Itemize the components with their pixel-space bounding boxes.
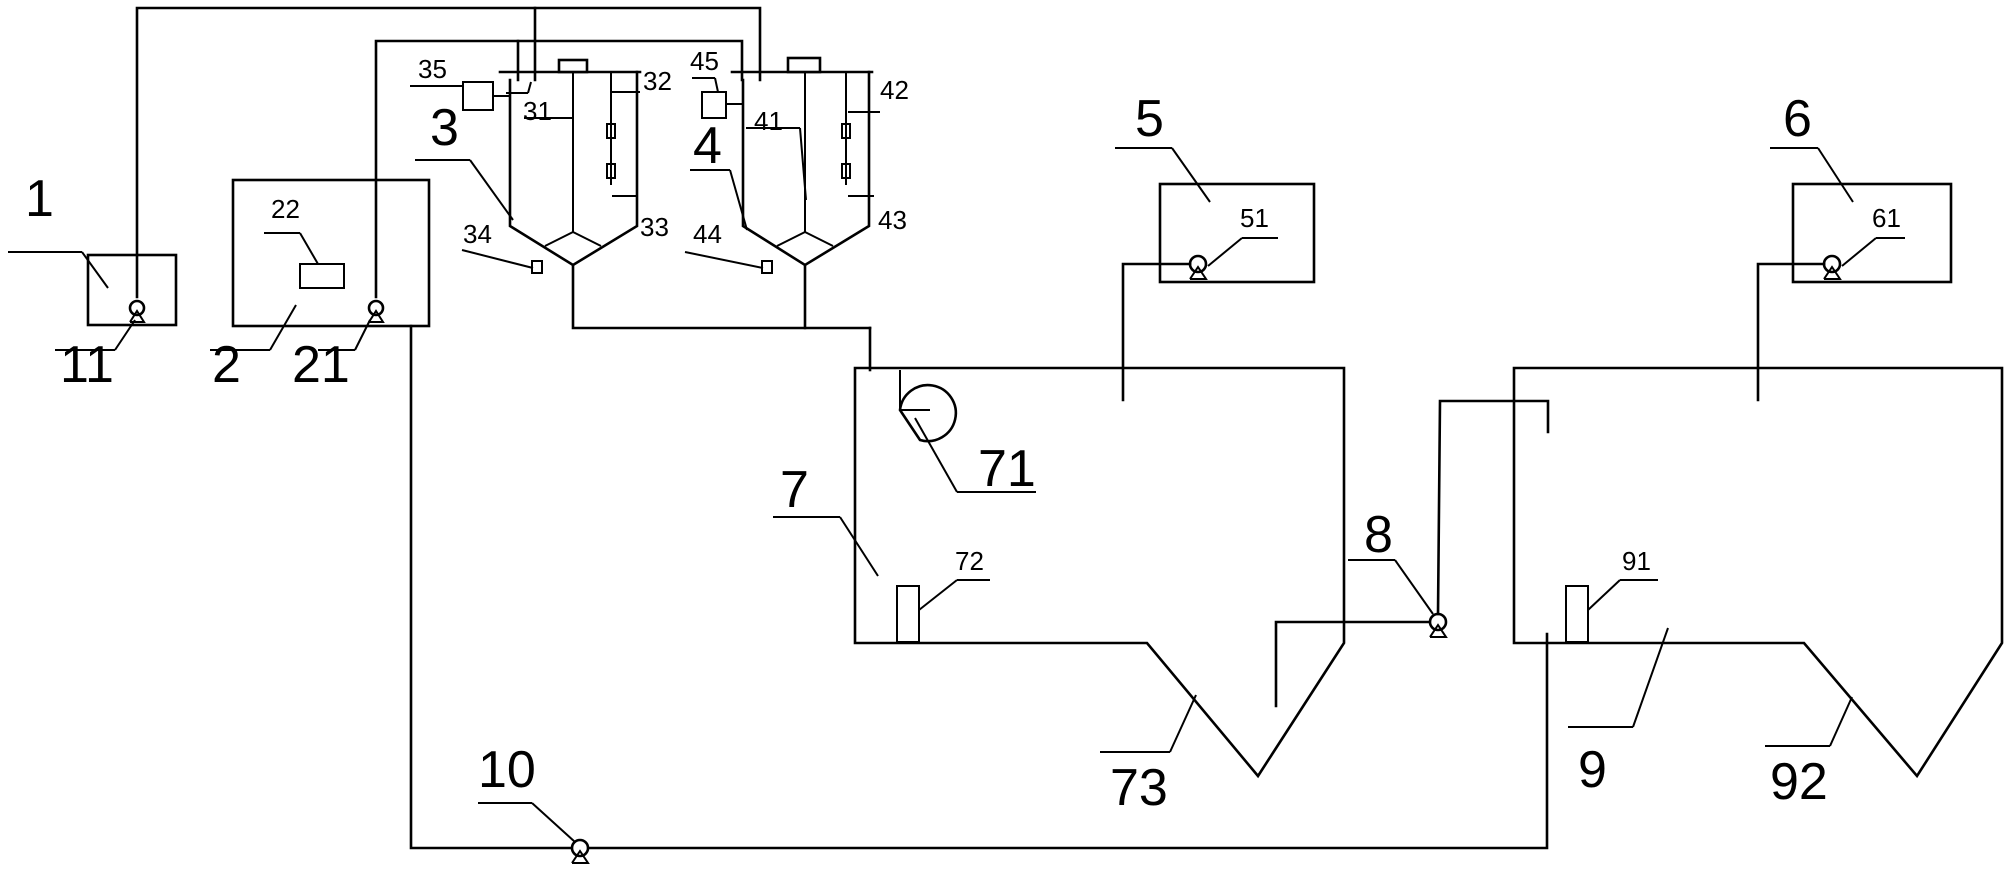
label-44: 44: [693, 219, 722, 249]
top-piping: [135, 6, 762, 299]
tank-9: [1512, 366, 2004, 779]
feed-piping: [571, 263, 872, 372]
label-5: 5: [1135, 90, 1164, 148]
label-32: 32: [643, 66, 672, 96]
label-9: 9: [1578, 741, 1607, 799]
label-1: 1: [25, 170, 54, 228]
tank-2: [210, 178, 431, 351]
label-35: 35: [418, 54, 447, 84]
label-22: 22: [271, 194, 300, 224]
label-4: 4: [693, 117, 722, 175]
label-10: 10: [478, 741, 536, 799]
label-11: 11: [60, 336, 114, 394]
tank-5: [1115, 147, 1316, 402]
label-21: 21: [292, 336, 350, 394]
mixing-tank-3: [410, 58, 642, 274]
reactor-7: [773, 366, 1432, 779]
label-31: 31: [523, 96, 552, 126]
return-line: [409, 324, 1549, 864]
tank-6: [1756, 147, 1953, 402]
label-42: 42: [880, 75, 909, 105]
label-91: 91: [1622, 546, 1651, 576]
label-8: 8: [1364, 506, 1393, 564]
label-7: 7: [780, 461, 809, 519]
label-3: 3: [430, 99, 459, 157]
pump-8: [1348, 399, 1550, 638]
label-73: 73: [1110, 759, 1168, 817]
label-72: 72: [955, 546, 984, 576]
label-61: 61: [1872, 203, 1901, 233]
label-2: 2: [212, 336, 241, 394]
label-43: 43: [878, 205, 907, 235]
label-41: 41: [754, 106, 783, 136]
label-45: 45: [690, 46, 719, 76]
label-71: 71: [978, 440, 1036, 498]
label-33: 33: [640, 212, 669, 242]
tank-1: [8, 251, 178, 351]
label-34: 34: [463, 219, 492, 249]
labels: 1 11 2 21 22 3 31 32 33 34 35 4 41 42 43…: [25, 46, 1901, 817]
label-92: 92: [1770, 753, 1828, 811]
label-51: 51: [1240, 203, 1269, 233]
label-6: 6: [1783, 90, 1812, 148]
